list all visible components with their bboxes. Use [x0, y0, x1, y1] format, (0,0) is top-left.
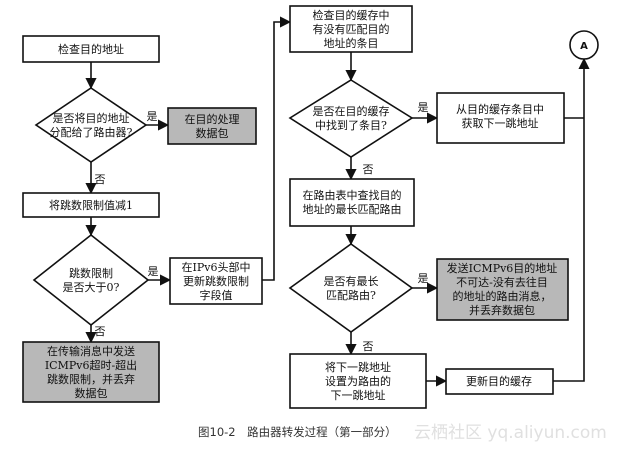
- yes-label: 是: [148, 265, 159, 278]
- node-cache-entry-decision: 是否在目的缓存中找到了条目?: [288, 79, 414, 158]
- node-label-line: 并丢弃数据包: [469, 303, 535, 317]
- node-label-line: 跳数限制，并丢弃: [47, 372, 135, 386]
- svg-text:检查目的地址: 检查目的地址: [58, 42, 124, 56]
- svg-text:是否有最长匹配路由?: 是否有最长匹配路由?: [324, 274, 379, 302]
- node-hop-limit-decision: 跳数限制是否大于0?: [32, 233, 150, 327]
- no-label: 否: [363, 163, 374, 176]
- node-label-line: 在目的处理: [185, 112, 240, 126]
- node-label-line: 是否有最长: [324, 274, 379, 288]
- node-label-line: 在传输消息中发送: [47, 344, 135, 358]
- node-label-line: 在路由表中查找目的: [303, 188, 402, 202]
- node-label-line: 有没有匹配目的: [313, 22, 390, 36]
- svg-text:在IPv6头部中更新跳数限制字段值: 在IPv6头部中更新跳数限制字段值: [182, 260, 251, 302]
- node-update-hop-limit-field: 在IPv6头部中更新跳数限制字段值: [169, 257, 263, 305]
- node-longest-match-decision: 是否有最长匹配路由?: [288, 243, 414, 333]
- node-send-destination-unreachable: 发送ICMPv6目的地址不可达-没有去往目的地址的路由消息，并丢弃数据包: [436, 258, 569, 321]
- yes-label: 是: [418, 272, 429, 285]
- svg-text:在目的处理数据包: 在目的处理数据包: [185, 112, 240, 140]
- node-label-line: 下一跳地址: [331, 388, 386, 402]
- node-label-line: 匹配路由?: [326, 288, 376, 302]
- node-label-line: 在IPv6头部中: [182, 260, 251, 274]
- node-label-line: 不可达-没有去往目: [456, 275, 548, 289]
- connector-a-label: A: [580, 41, 588, 52]
- node-label-line: 是否在目的缓存: [313, 104, 390, 118]
- node-label-line: 更新目的缓存: [466, 374, 532, 388]
- svg-text:将下一跳地址设置为路由的下一跳地址: 将下一跳地址设置为路由的下一跳地址: [325, 360, 391, 402]
- watermark: 云栖社区 yq.aliyun.com: [414, 423, 607, 443]
- svg-text:检查目的缓存中有没有匹配目的地址的条目: 检查目的缓存中有没有匹配目的地址的条目: [313, 8, 390, 50]
- node-check-destination: 检查目的地址: [22, 35, 160, 63]
- node-lookup-routing-table: 在路由表中查找目的地址的最长匹配路由: [289, 178, 415, 227]
- node-label-line: 中找到了条目?: [315, 118, 387, 132]
- svg-text:是否在目的缓存中找到了条目?: 是否在目的缓存中找到了条目?: [313, 104, 390, 132]
- node-label-line: 设置为路由的: [325, 374, 391, 388]
- svg-text:从目的缓存条目中获取下一跳地址: 从目的缓存条目中获取下一跳地址: [456, 102, 544, 130]
- edge-labels: 是 否 是 否 是 否 是 否: [95, 101, 429, 353]
- figure-caption: 图10-2 路由器转发过程（第一部分）: [198, 425, 397, 439]
- yes-label: 是: [147, 110, 158, 123]
- node-label-line: 是否大于0?: [63, 280, 120, 294]
- node-label-line: 将下一跳地址: [325, 360, 391, 374]
- node-label-line: 更新跳数限制: [183, 274, 249, 288]
- edges: [85, 16, 590, 387]
- edge-n6-n8: [262, 16, 292, 281]
- node-set-next-hop: 将下一跳地址设置为路由的下一跳地址: [289, 353, 427, 409]
- yes-label: 是: [418, 101, 429, 114]
- svg-text:在路由表中查找目的地址的最长匹配路由: 在路由表中查找目的地址的最长匹配路由: [303, 188, 402, 216]
- svg-text:更新目的缓存: 更新目的缓存: [466, 374, 532, 388]
- node-label-line: 的地址的路由消息，: [453, 289, 552, 303]
- svg-text:将跳数限制值减1: 将跳数限制值减1: [49, 198, 133, 212]
- node-assigned-to-router-decision: 是否将目的地址分配给了路由器?: [34, 87, 148, 163]
- node-decrement-hop-limit: 将跳数限制值减1: [22, 192, 160, 218]
- node-update-destination-cache: 更新目的缓存: [445, 368, 554, 395]
- node-label-line: 跳数限制: [69, 266, 113, 280]
- svg-text:发送ICMPv6目的地址不可达-没有去往目的地址的路由消息，: 发送ICMPv6目的地址不可达-没有去往目的地址的路由消息，并丢弃数据包: [447, 261, 558, 317]
- no-label: 否: [95, 325, 106, 338]
- node-label-line: 获取下一跳地址: [462, 116, 539, 130]
- node-check-destination-cache: 检查目的缓存中有没有匹配目的地址的条目: [289, 5, 413, 53]
- node-label-line: 地址的最长匹配路由: [303, 202, 402, 216]
- node-label-line: ICMPv6超时-超出: [45, 358, 137, 372]
- node-label-line: 分配给了路由器?: [50, 125, 133, 139]
- node-label-line: 发送ICMPv6目的地址: [447, 261, 558, 275]
- node-label-line: 从目的缓存条目中: [456, 102, 544, 116]
- connector-a: A: [569, 30, 599, 60]
- no-label: 否: [95, 173, 106, 186]
- node-label-line: 数据包: [75, 386, 108, 400]
- node-label-line: 将跳数限制值减1: [49, 198, 133, 212]
- node-label-line: 是否将目的地址: [53, 111, 130, 125]
- node-label-line: 地址的条目: [324, 36, 379, 50]
- svg-text:跳数限制是否大于0?: 跳数限制是否大于0?: [63, 266, 120, 294]
- no-label: 否: [363, 340, 374, 353]
- node-label-line: 检查目的地址: [58, 42, 124, 56]
- node-label-line: 数据包: [196, 126, 229, 140]
- edge-n15-connector: [553, 57, 590, 382]
- node-label-line: 检查目的缓存中: [313, 8, 390, 22]
- node-get-next-hop-from-cache: 从目的缓存条目中获取下一跳地址: [436, 92, 565, 144]
- node-label-line: 字段值: [200, 288, 233, 302]
- svg-text:是否将目的地址分配给了路由器?: 是否将目的地址分配给了路由器?: [50, 111, 133, 139]
- node-process-at-destination: 在目的处理数据包: [167, 107, 257, 145]
